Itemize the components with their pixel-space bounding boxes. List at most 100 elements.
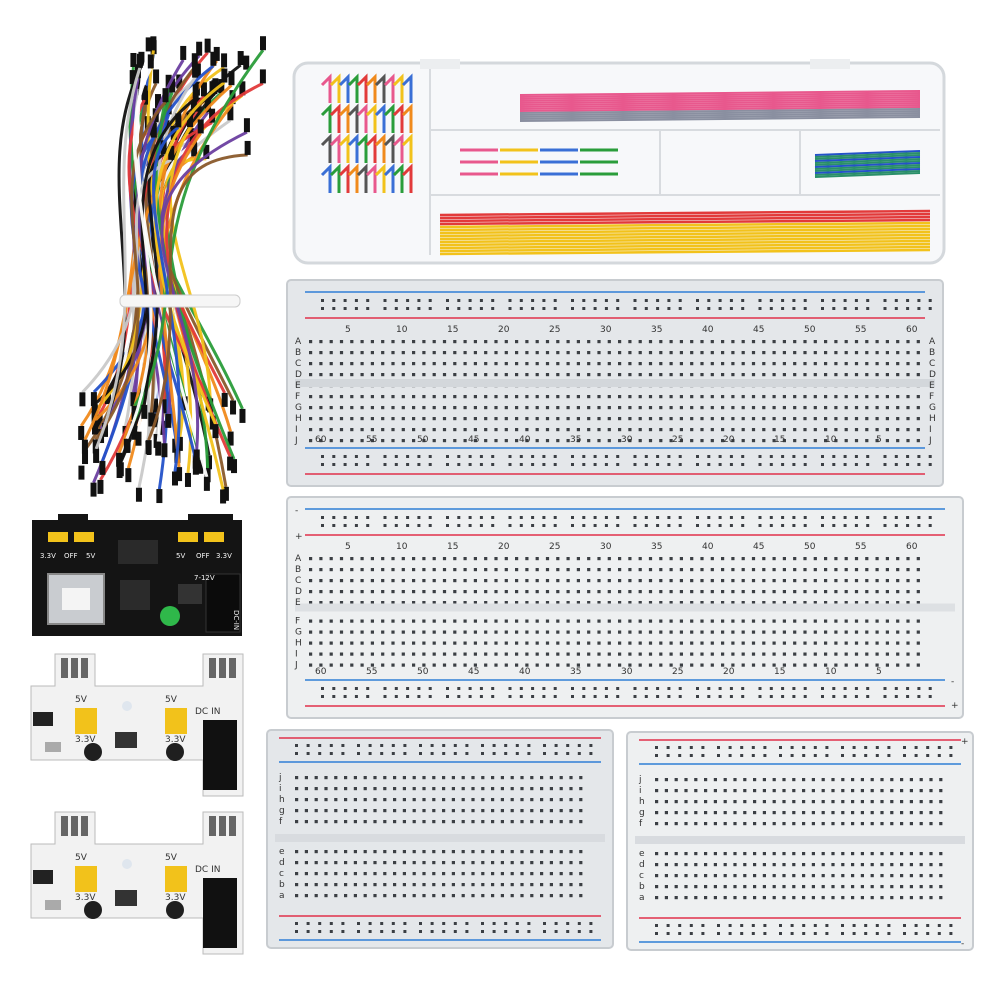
tie-point <box>350 641 354 645</box>
tie-point <box>576 601 580 605</box>
tie-point <box>380 930 384 933</box>
tie-point <box>442 663 447 667</box>
tie-point <box>334 776 338 780</box>
tie-point <box>309 395 313 399</box>
tie-point <box>442 930 446 933</box>
tie-point <box>491 787 495 791</box>
tie-point <box>463 439 467 443</box>
column-number-label: 45 <box>468 435 479 445</box>
tie-point <box>813 428 817 432</box>
row-letter-label: A <box>295 554 302 564</box>
tie-point <box>700 619 704 623</box>
tie-point <box>566 417 570 421</box>
tie-point <box>638 351 642 355</box>
tie-point <box>344 809 348 813</box>
tie-point <box>865 362 869 366</box>
tie-point <box>597 652 601 656</box>
tie-point <box>332 455 336 458</box>
tie-point <box>669 652 673 656</box>
tie-point <box>554 930 558 933</box>
tie-point <box>674 800 678 804</box>
tie-point <box>919 822 923 826</box>
column-number-label: 20 <box>723 435 735 445</box>
tie-point <box>582 455 586 458</box>
tie-point <box>343 299 347 302</box>
tie-point <box>520 872 524 876</box>
tie-point <box>422 630 426 634</box>
tie-point <box>751 373 756 377</box>
tie-point <box>741 395 745 399</box>
tie-point <box>659 630 663 634</box>
tie-point <box>531 455 535 458</box>
tie-point <box>875 351 879 355</box>
tie-point <box>329 406 333 410</box>
tie-point <box>339 568 344 572</box>
tie-point <box>782 863 786 867</box>
tie-point <box>701 932 705 935</box>
tie-point <box>844 340 848 344</box>
tie-point <box>484 373 488 377</box>
tie-point <box>353 787 357 791</box>
tie-point <box>731 406 735 410</box>
tie-point <box>545 373 550 377</box>
tie-point <box>628 439 632 443</box>
tie-point <box>890 800 894 804</box>
tie-point <box>432 809 436 813</box>
tie-point <box>824 641 828 645</box>
tie-point <box>393 820 397 824</box>
tie-point <box>710 428 714 432</box>
tie-point <box>540 787 544 791</box>
tie-point <box>473 406 477 410</box>
tie-point <box>769 695 773 698</box>
tie-point <box>597 641 601 645</box>
tie-point <box>694 852 698 856</box>
tie-point <box>334 787 338 791</box>
tie-point <box>741 516 745 519</box>
tie-point <box>401 373 405 377</box>
tie-point <box>461 820 465 824</box>
row-letter-label: E <box>295 598 301 608</box>
tie-point <box>519 299 523 302</box>
tie-point <box>782 641 786 645</box>
tie-point <box>781 463 785 466</box>
tie-point <box>442 922 446 925</box>
tie-point <box>412 630 416 634</box>
tie-point <box>394 524 398 527</box>
tie-point <box>494 340 498 344</box>
wire-pin-icon <box>169 78 176 93</box>
tie-point <box>710 630 714 634</box>
tie-point <box>457 516 461 519</box>
tie-point <box>430 744 434 747</box>
label-3v3: 3.3V <box>75 893 96 903</box>
tie-point <box>391 930 395 933</box>
u-jumper-wire <box>338 133 350 163</box>
tie-point <box>707 687 711 690</box>
tie-point <box>432 362 436 366</box>
tie-point <box>553 463 557 466</box>
tie-point <box>802 778 806 782</box>
tie-point <box>870 874 874 878</box>
tie-point <box>383 524 387 527</box>
tie-point <box>666 746 670 749</box>
tie-point <box>813 557 817 561</box>
wire-pin-icon <box>130 392 137 407</box>
tie-point <box>664 778 668 782</box>
tie-point <box>463 568 467 572</box>
tie-point <box>383 861 387 865</box>
tie-point <box>896 590 900 594</box>
tie-point <box>894 516 898 519</box>
tie-point <box>463 395 467 399</box>
tie-point <box>566 351 570 355</box>
tie-point <box>731 568 735 572</box>
tie-point <box>393 787 397 791</box>
tie-point <box>906 428 910 432</box>
tie-point <box>363 883 367 887</box>
tie-point <box>616 299 620 302</box>
tie-point <box>781 524 785 527</box>
tie-point <box>860 789 864 793</box>
tie-point <box>679 590 683 594</box>
tie-point <box>628 428 632 432</box>
tie-point <box>707 463 711 466</box>
tie-point <box>664 896 668 900</box>
tie-point <box>329 373 333 377</box>
